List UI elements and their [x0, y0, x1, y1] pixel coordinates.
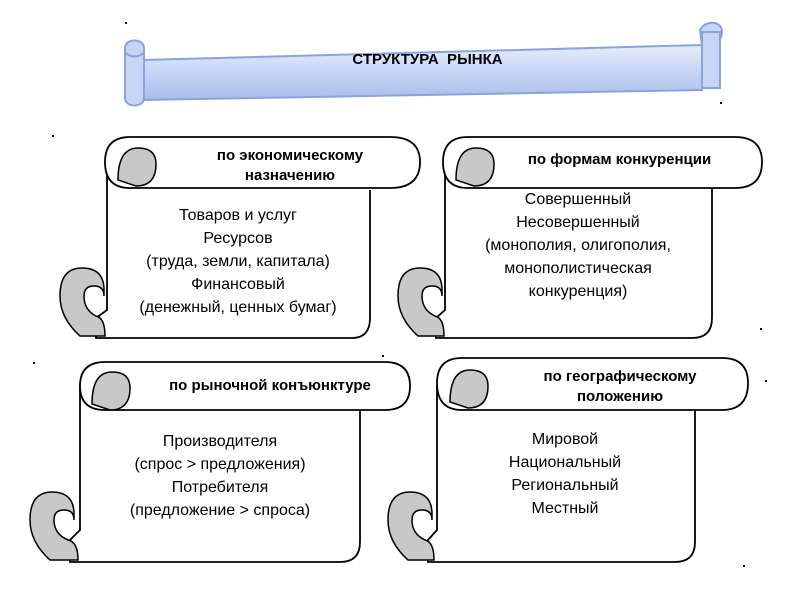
- diagram-title: СТРУКТУРА РЫНКА: [352, 51, 503, 68]
- list-item: (труда, земли, капитала): [146, 253, 330, 270]
- scroll-items: Мировой Национальный Региональный Местны…: [440, 428, 690, 520]
- list-item: (монополия, олигополия,: [485, 237, 671, 254]
- scroll-geographic: [387, 357, 749, 563]
- list-item: монополистическая: [504, 260, 652, 277]
- scroll-items: Товаров и услуг Ресурсов (труда, земли, …: [108, 204, 368, 319]
- scroll-heading: по формам конкуренции: [492, 150, 747, 170]
- scroll-competition: [397, 136, 763, 339]
- list-item: Региональный: [511, 477, 619, 494]
- scroll-heading: по рыночной конъюнктуре: [132, 376, 408, 396]
- list-item: Ресурсов: [203, 230, 273, 247]
- list-item: Национальный: [508, 454, 622, 471]
- list-item: Несовершенный: [516, 214, 640, 231]
- list-item: Потребителя: [171, 479, 269, 496]
- decor-dot: [720, 102, 722, 104]
- decor-dot: [382, 355, 384, 357]
- list-item: Финансовый: [191, 276, 285, 293]
- list-item: (спрос > предложения): [134, 456, 306, 473]
- heading-line: по экономическому: [216, 147, 364, 164]
- scroll-items: Производителя (спрос > предложения) Потр…: [88, 430, 352, 522]
- scroll-items: Совершенный Несовершенный (монополия, ол…: [446, 188, 710, 303]
- list-item: (денежный, ценных бумаг): [139, 299, 337, 316]
- decor-dot: [743, 565, 745, 567]
- list-item: Товаров и услуг: [179, 207, 297, 224]
- heading-line: по рыночной конъюнктуре: [169, 377, 371, 394]
- list-item: конкуренция): [528, 283, 628, 300]
- heading-line: назначению: [244, 167, 336, 184]
- list-item: Мировой: [531, 431, 599, 448]
- scroll-heading: по географическому положению: [495, 367, 745, 407]
- title-banner: [124, 21, 724, 107]
- heading-line: положению: [576, 388, 663, 405]
- decor-dot: [760, 328, 762, 330]
- decor-dot: [33, 362, 35, 364]
- list-item: Местный: [531, 500, 599, 517]
- heading-line: по формам конкуренции: [527, 151, 712, 168]
- scroll-economic: [59, 136, 421, 339]
- heading-line: по географическому: [543, 368, 697, 385]
- list-item: Производителя: [162, 433, 278, 450]
- decor-dot: [765, 380, 767, 382]
- decor-dot: [52, 135, 54, 137]
- list-item: (предложение > спроса): [129, 502, 311, 519]
- scroll-heading: по экономическому назначению: [170, 146, 410, 186]
- decor-dot: [125, 22, 127, 24]
- scroll-market-conditions: [29, 361, 411, 563]
- list-item: Совершенный: [524, 191, 632, 208]
